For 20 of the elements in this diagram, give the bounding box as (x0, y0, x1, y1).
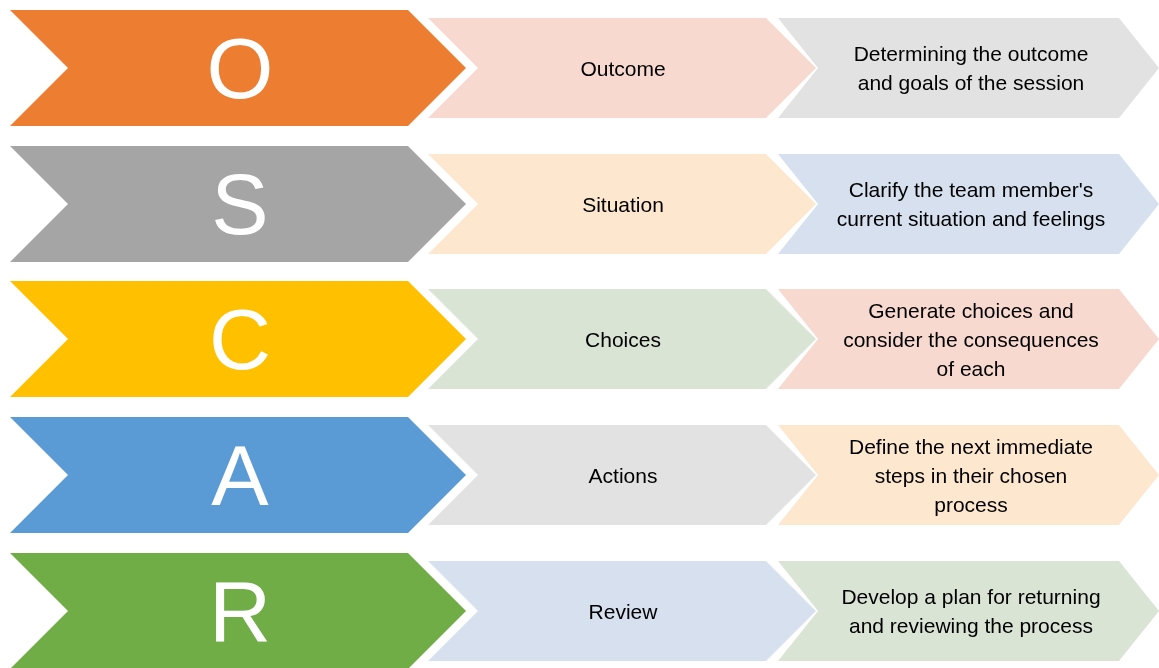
chevron-step (778, 154, 1159, 254)
step-description: Define the next immediate steps in their chosen process (848, 433, 1094, 518)
chevron-step (778, 289, 1159, 389)
step-letter: S (210, 156, 270, 252)
step-description: Clarify the team member's current situation and feelings (836, 177, 1106, 232)
step-description: Generate choices and consider the consequences of each (842, 297, 1100, 382)
step-letter: R (207, 563, 273, 659)
step-label: Choices (584, 326, 662, 353)
step-letter: C (207, 291, 273, 387)
chevron-step (778, 18, 1159, 118)
step-description: Develop a plan for returning and reviewing the process (840, 584, 1102, 639)
step-label: Review (587, 598, 659, 625)
step-label: Actions (587, 462, 659, 489)
step-letter: A (210, 427, 270, 523)
chevron-step (778, 561, 1159, 661)
chevron-step (778, 425, 1159, 525)
step-label: Outcome (579, 55, 667, 82)
step-label: Situation (581, 191, 665, 218)
step-description: Determining the outcome and goals of the session (852, 41, 1090, 96)
step-letter: O (205, 20, 275, 116)
